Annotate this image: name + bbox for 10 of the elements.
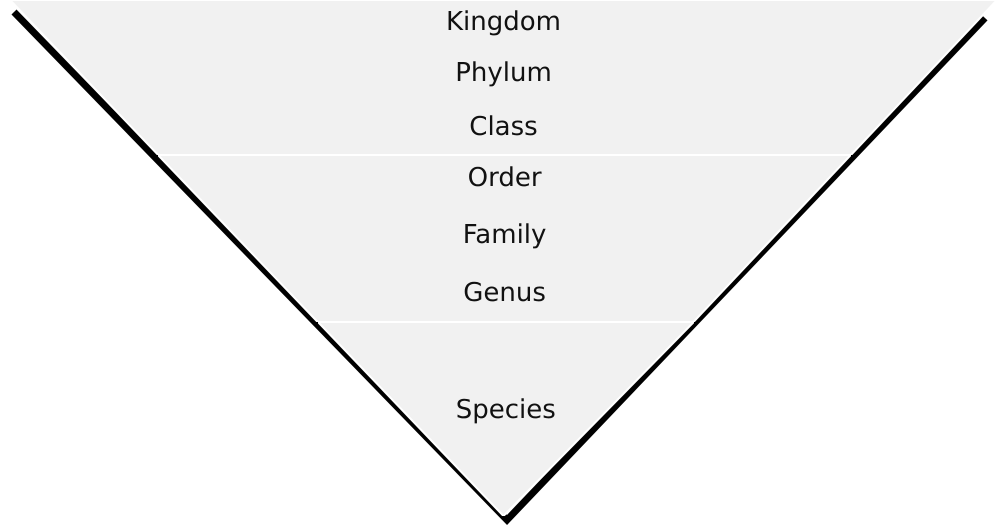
- taxonomic-rank-text: Species: [456, 394, 556, 426]
- taxonomic-rank-text: Order: [468, 162, 542, 194]
- taxonomic-rank-text: Class: [469, 111, 538, 143]
- taxonomic-rank-text: Family: [462, 219, 546, 251]
- triangle-band: [318, 322, 694, 516]
- taxonomic-rank-text: Phylum: [455, 57, 552, 89]
- trapezoid-band: [158, 155, 851, 322]
- taxonomic-rank-text: Genus: [463, 277, 546, 309]
- taxonomic-rank-text: Kingdom: [446, 6, 561, 38]
- trapezoid-band: [10, 0, 997, 155]
